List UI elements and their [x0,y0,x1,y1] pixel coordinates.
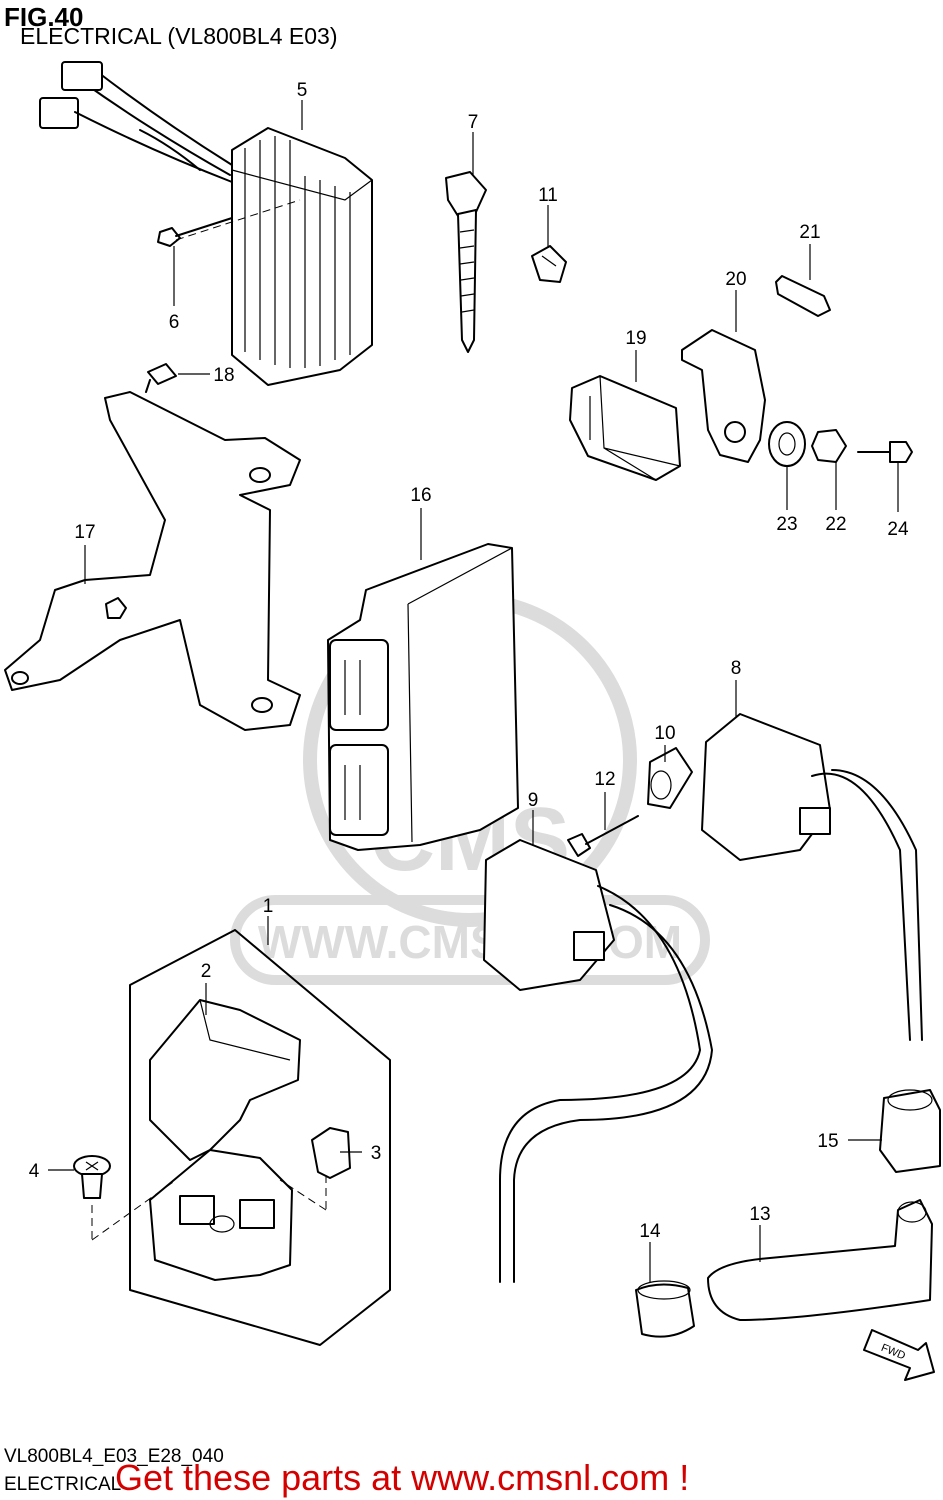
part-5-regulator [39,61,373,386]
callout-3: 3 [371,1143,382,1164]
part-1-relay-box-assembly [129,929,391,1346]
callout-22: 22 [825,514,846,535]
callout-13: 13 [749,1204,770,1225]
leader-lines [48,100,899,1282]
callout-8: 8 [731,658,742,679]
callout-9: 9 [528,790,539,811]
callout-16: 16 [410,485,431,506]
part-7-cable-tie [445,171,487,353]
callout-19: 19 [625,328,646,349]
part-21-collar [775,275,831,317]
part-8-ignition-coil [701,713,923,1041]
callout-15: 15 [817,1131,838,1152]
part-11-clamp [531,245,567,283]
watermark-banner [230,895,710,985]
part-22-spacer [811,429,847,463]
fig-title: ELECTRICAL (VL800BL4 E03) [20,23,337,49]
part-16-ecm [327,543,519,851]
part-6-bolt [157,217,233,247]
watermark-url: WWW.CMSNL.COM [258,916,682,968]
buy-parts-link[interactable]: Get these parts at www.cmsnl.com ! [115,1457,689,1498]
fig-number: FIG.40 [4,2,83,32]
callout-21: 21 [799,222,820,243]
part-13-plug-cap [707,1199,933,1321]
callout-20: 20 [725,269,746,290]
callout-24: 24 [887,519,909,540]
relay-box-base [149,1149,293,1281]
callout-4: 4 [29,1161,40,1182]
part-23-grommet [768,421,806,467]
callout-14: 14 [639,1221,661,1242]
part-4-screw [73,1155,111,1199]
callout-23: 23 [776,514,797,535]
part-18-screw [145,363,177,393]
callout-17: 17 [74,522,95,543]
fwd-arrow-icon: FWD [863,1329,935,1381]
part-10-spacer [647,747,693,809]
callout-1: 1 [263,896,274,917]
part-12-bolt [567,815,639,857]
callout-7: 7 [468,112,479,133]
callout-2: 2 [201,961,212,982]
callout-11: 11 [538,185,558,206]
part-15-boot [879,1089,941,1173]
callout-labels: 5 6 7 11 21 20 19 18 23 22 24 16 17 8 10… [29,80,909,1242]
section-name: ELECTRICAL [4,1474,121,1495]
callout-12: 12 [594,769,615,790]
diagram-code: VL800BL4_E03_E28_040 [4,1446,224,1467]
part-24-bolt [857,441,913,463]
callout-10: 10 [654,723,675,744]
part-9-ignition-coil [483,839,713,1283]
part-3-fuse [311,1127,351,1179]
part-19-relay [569,375,681,481]
part-2-cover [149,999,301,1161]
callout-6: 6 [169,312,180,333]
callout-5: 5 [297,80,308,101]
part-17-bracket [4,391,301,731]
callout-18: 18 [213,365,234,386]
part-20-bracket [681,329,766,463]
part-14-cover [635,1280,695,1338]
